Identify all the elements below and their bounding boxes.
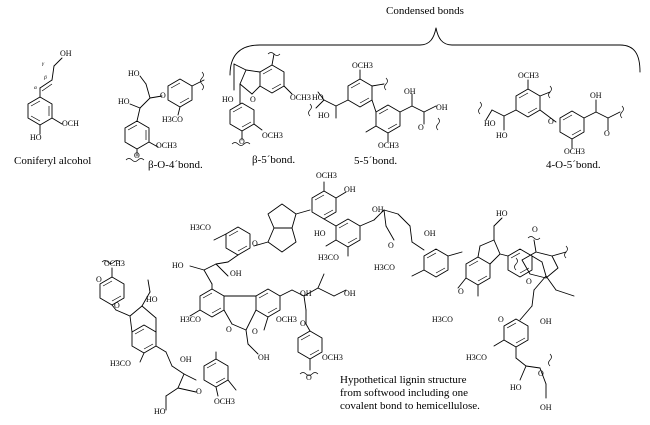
five-five-och3-top-label: OCH3 [352,61,373,70]
poly-oh-top-label: OH [344,185,356,194]
condensed-brace [229,27,641,76]
poly-oh-dioxocin-label: OH [258,353,270,362]
five-five-o-label: O [418,123,424,132]
five-five-caption: 5-5´bond. [354,155,398,167]
coniferyl-ho-label: HO [30,133,42,142]
poly-och3-dioxocin-label: OCH3 [276,315,297,324]
lignin-polymer-structure [99,181,575,411]
poly-oh-mid-label: OH [372,205,384,214]
b-o-4-o-bottom-label: O [134,151,140,160]
poly-o-dioxocin-left-label: O [226,325,232,334]
poly-ho-bottom-label: HO [154,407,166,416]
poly-h3co-mid-label: H3CO [318,253,339,262]
b-5-o-label: O [250,95,256,104]
poly-och3-chain-label: OCH3 [322,353,343,362]
four-o-five-ho-label: HO [484,119,496,128]
beta-o-4-molecule [124,71,205,162]
poly-o-chain-bottom-label: O [306,373,312,382]
poly-r-o-chain-label: O [498,315,504,324]
b-5-caption: β-5´bond. [252,154,296,166]
five-five-molecule [308,69,440,143]
poly-r-h3co-label: H3CO [432,315,453,324]
b-o-4-h3co-label: H3CO [162,115,183,124]
poly-oh-left-label: OH [230,269,242,278]
five-five-och3-bottom-label: OCH3 [378,141,399,150]
b-5-o-bottom-label: O [239,137,245,146]
coniferyl-alpha-label: α [34,85,37,91]
poly-o-chain-label: O [300,319,306,328]
b-o-4-och3-label: OCH3 [156,141,177,150]
b-5-och3-label: OCH3 [290,93,311,102]
poly-r-o-top-label: O [532,225,538,234]
poly-r-o-dbf-label: O [458,287,464,296]
poly-o-left-label: O [252,239,258,248]
four-o-five-ho2-label: HO [496,131,508,140]
poly-r-o-sugar-label: O [526,277,532,286]
poly-h3co-dioxocin-label: H3CO [180,315,201,324]
b-5-ho-label: HO [222,95,234,104]
poly-r-ho-bottom-label: HO [510,383,522,392]
structure-caption-line-3: covalent bond to hemicellulose. [340,400,480,412]
poly-o-dbf-label: O [114,301,120,310]
b-o-4-ho-top-label: HO [128,69,140,78]
poly-r-oh-chain-label: OH [540,317,552,326]
poly-och3-bottom-label: OCH3 [214,397,235,406]
structure-caption: Hypothetical lignin structure from softw… [340,374,540,413]
coniferyl-beta-label: β [44,75,47,81]
poly-o-dioxocin-right-label: O [252,327,258,336]
five-five-oh-right2-label: OH [436,103,448,112]
four-o-five-o-mid-label: O [548,117,554,126]
coniferyl-caption: Coniferyl alcohol [14,155,92,167]
four-o-five-o-right-label: O [604,129,610,138]
poly-ho-left2-label: HO [146,295,158,304]
poly-r-h3co-bottom-label: H3CO [466,353,487,362]
poly-o-far-left-label: O [96,275,102,284]
poly-r-ho-top-label: HO [496,209,508,218]
b-o-4-ho-mid-label: HO [118,97,130,106]
poly-och3-left-label: OCH3 [104,259,125,268]
structure-caption-line-2: from softwood including one [340,387,469,399]
four-o-five-oh-label: OH [590,91,602,100]
five-five-oh-right-label: OH [404,87,416,96]
five-five-ho-left-label: HO [312,93,324,102]
five-five-ho-left2-label: HO [318,111,330,120]
structure-caption-line-1: Hypothetical lignin structure [340,374,467,386]
coniferyl-oh-label: OH [60,49,72,58]
poly-h3co-right-label: H3CO [374,263,395,272]
four-o-five-och3-top-label: OCH3 [518,71,539,80]
b-5-och3-lower-label: OCH3 [262,131,283,140]
coniferyl-gamma-label: γ [42,61,45,67]
poly-oh-dbf-chain-label: OH [180,355,192,364]
beta-5-molecule [229,52,293,146]
condensed-bonds-label: Condensed bonds [386,5,464,17]
coniferyl-och3-label: OCH [62,119,79,128]
poly-h3co-dbf-label: H3CO [110,359,131,368]
four-o-five-och3-bottom-label: OCH3 [564,147,585,156]
poly-och3-top-label: OCH3 [316,171,337,180]
four-o-five-molecule [478,79,624,149]
poly-o-right-label: O [388,241,394,250]
poly-r-oh-bottom-label: OH [540,403,552,412]
poly-ho-left-label: HO [172,261,184,270]
four-o-five-caption: 4-O-5´bond. [546,159,601,171]
poly-oh-right-label: OH [424,229,436,238]
poly-r-o-bottom-label: O [538,369,544,378]
poly-ho-mid-label: HO [314,229,326,238]
poly-h3co-top-label: H3CO [190,223,211,232]
poly-oh-chain-label: OH [300,289,312,298]
b-o-4-caption: β-O-4´bond. [148,159,203,171]
b-o-4-o-label: O [160,91,166,100]
coniferyl-alcohol-molecule [27,57,63,135]
poly-oh-chain2-label: OH [344,289,356,298]
poly-o-dbf-chain-label: O [196,387,202,396]
